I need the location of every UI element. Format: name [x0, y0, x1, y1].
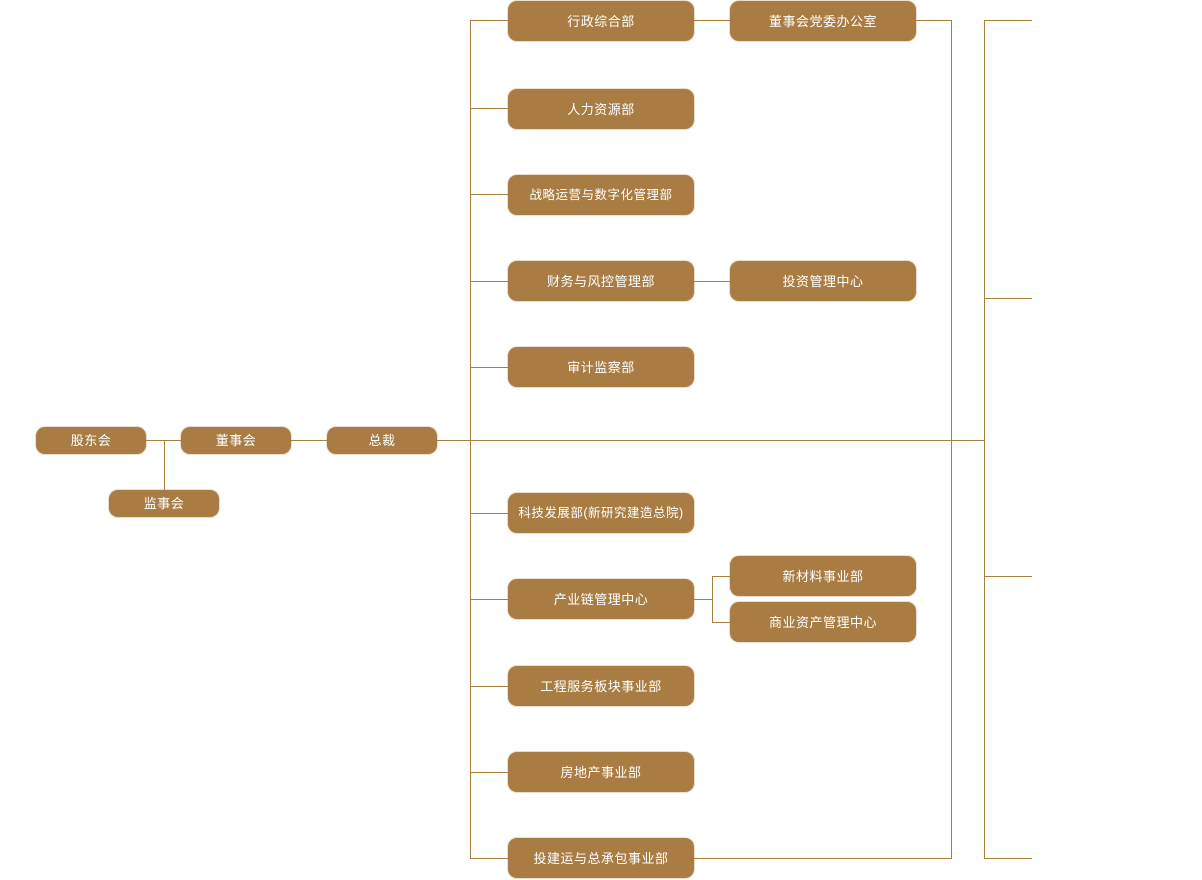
- edge-outer-stub-mid-lower: [984, 576, 1032, 577]
- edge-stub-dept-1: [470, 20, 508, 21]
- node-dept-real-estate[interactable]: 房地产事业部: [508, 752, 694, 792]
- edge-chain-out: [694, 599, 712, 600]
- node-dept-strategy-digital[interactable]: 战略运营与数字化管理部: [508, 175, 694, 215]
- edge-stub-dept-3: [470, 194, 508, 195]
- edge-stub-dept-5: [470, 367, 508, 368]
- node-dept-technology-development[interactable]: 科技发展部(新研究建造总院): [508, 493, 694, 533]
- node-president[interactable]: 总裁: [327, 427, 437, 454]
- node-board-of-directors[interactable]: 董事会: [181, 427, 291, 454]
- node-investment-management-center[interactable]: 投资管理中心: [730, 261, 916, 301]
- edge-outer-spine: [984, 20, 985, 859]
- edge-outer-stub-mid-upper: [984, 298, 1032, 299]
- edge-supervisory-drop: [164, 440, 165, 504]
- edge-admin-to-party-office: [694, 20, 730, 21]
- edge-outer-stub-top: [984, 20, 1032, 21]
- node-dept-investment-construction-epc[interactable]: 投建运与总承包事业部: [508, 838, 694, 878]
- node-new-materials-division[interactable]: 新材料事业部: [730, 556, 916, 596]
- edge-president-to-spine: [437, 440, 984, 441]
- edge-level2-spine-bottom: [694, 858, 952, 859]
- edge-stub-dept-2: [470, 108, 508, 109]
- edge-chain-bracket: [712, 576, 713, 623]
- edge-stub-dept-9: [470, 772, 508, 773]
- node-commercial-assets-center[interactable]: 商业资产管理中心: [730, 602, 916, 642]
- edge-finance-to-investment: [694, 281, 730, 282]
- edge-level2-spine: [951, 20, 952, 859]
- edge-main-spine: [470, 20, 471, 859]
- node-dept-industry-chain-center[interactable]: 产业链管理中心: [508, 579, 694, 619]
- edge-chain-to-commercial-assets: [712, 622, 730, 623]
- node-dept-audit-supervision[interactable]: 审计监察部: [508, 347, 694, 387]
- edge-stub-dept-4: [470, 281, 508, 282]
- node-board-party-office[interactable]: 董事会党委办公室: [730, 1, 916, 41]
- edge-stub-dept-6: [470, 513, 508, 514]
- node-dept-finance-risk[interactable]: 财务与风控管理部: [508, 261, 694, 301]
- edge-stub-dept-8: [470, 686, 508, 687]
- node-supervisory-board[interactable]: 监事会: [109, 490, 219, 517]
- node-dept-administration[interactable]: 行政综合部: [508, 1, 694, 41]
- edge-board-to-president: [291, 440, 327, 441]
- edge-stub-dept-10: [470, 858, 508, 859]
- edge-stub-dept-7: [470, 599, 508, 600]
- node-shareholders-meeting[interactable]: 股东会: [36, 427, 146, 454]
- edge-level2-spine-top: [916, 20, 952, 21]
- node-dept-engineering-services[interactable]: 工程服务板块事业部: [508, 666, 694, 706]
- edge-outer-stub-bottom: [984, 858, 1032, 859]
- edge-chain-to-new-materials: [712, 576, 730, 577]
- node-dept-human-resources[interactable]: 人力资源部: [508, 89, 694, 129]
